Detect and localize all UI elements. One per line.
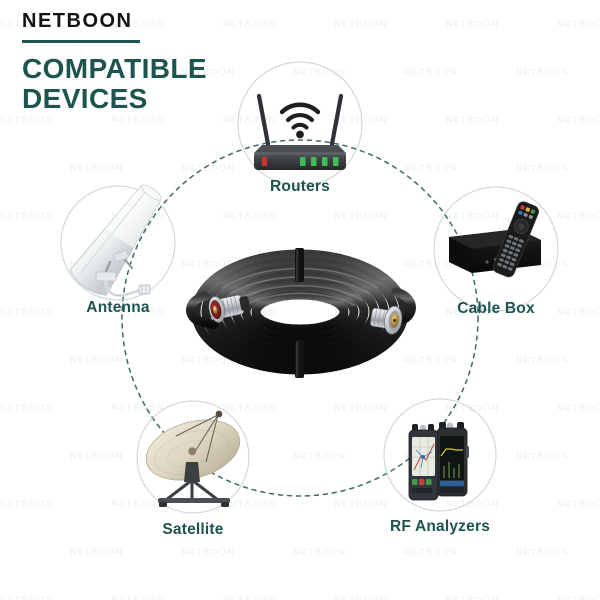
- page-title-line-1: COMPATIBLE: [22, 52, 207, 84]
- node-rf-analyzers-art: [383, 398, 497, 512]
- cable-strap-top: [295, 248, 304, 282]
- dashed-connector-circle: [121, 139, 479, 497]
- node-label-antenna: Antenna: [86, 299, 150, 316]
- node-cable-box-art: [433, 186, 559, 312]
- node-antenna-art: [60, 184, 176, 301]
- header: NETBOON COMPATIBLE DEVICES: [22, 10, 207, 114]
- page-title-line-2: DEVICES: [22, 82, 148, 114]
- brand-logo: NETBOON: [22, 10, 133, 32]
- cable-strap-bottom: [295, 340, 304, 378]
- node-label-routers: Routers: [270, 178, 330, 195]
- router-power-led: [262, 157, 267, 166]
- node-label-satellite: Satellite: [162, 521, 224, 538]
- brand-underline-divider: [22, 40, 140, 43]
- node-satellite-art: [136, 400, 250, 514]
- node-label-rf-analyzers: RF Analyzers: [389, 518, 491, 535]
- page-title: COMPATIBLE DEVICES: [22, 52, 207, 114]
- node-label-cable-box: Cable Box: [457, 300, 535, 317]
- node-routers-art: [237, 61, 363, 187]
- n-type-female-connector: [370, 305, 403, 335]
- coaxial-cable-coil: [186, 248, 416, 378]
- n-type-male-connector: [208, 294, 251, 323]
